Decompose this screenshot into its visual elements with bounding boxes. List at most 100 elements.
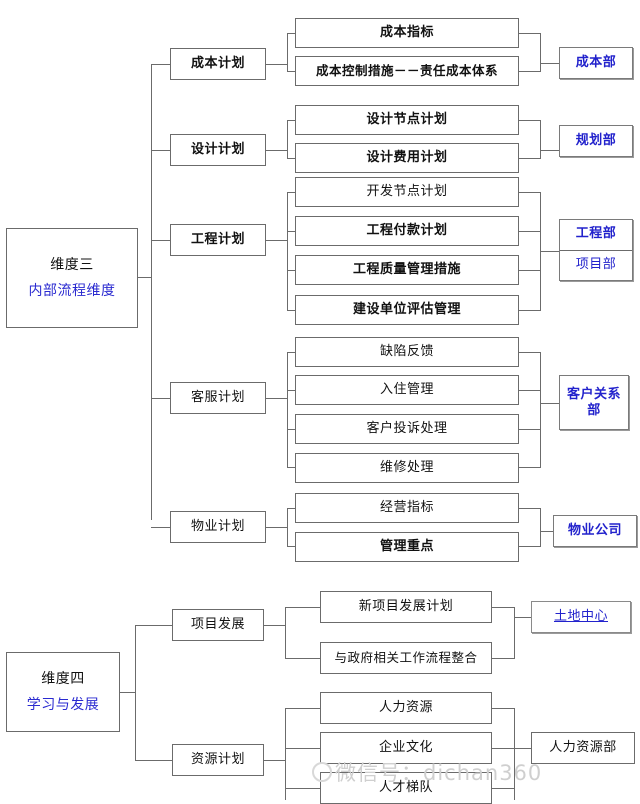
connector	[135, 625, 136, 760]
level3-box-cost-index: 成本指标	[295, 18, 519, 48]
connector	[266, 64, 288, 65]
connector	[287, 546, 296, 547]
connector	[492, 748, 515, 749]
level2-box-project-dev: 项目发展	[172, 609, 264, 641]
connector	[514, 607, 515, 659]
level3-box-checkin-mgmt: 入住管理	[295, 375, 519, 405]
connector	[285, 607, 321, 608]
connector	[120, 692, 136, 693]
level2-box-eng-plan: 工程计划	[170, 224, 266, 256]
connector	[519, 231, 541, 232]
department-box-customer-dept: 客户关系部	[559, 375, 629, 430]
connector	[287, 270, 296, 271]
dimension-box-dim3: 维度三 内部流程维度	[6, 228, 138, 328]
connector	[287, 192, 296, 193]
connector	[519, 310, 541, 311]
level3-box-design-node: 设计节点计划	[295, 105, 519, 135]
connector	[287, 192, 288, 311]
connector	[514, 617, 532, 618]
level3-box-complaint-handle: 客户投诉处理	[295, 414, 519, 444]
level3-box-design-fee: 设计费用计划	[295, 143, 519, 173]
connector	[540, 403, 560, 404]
level3-box-corp-culture: 企业文化	[320, 732, 492, 764]
connector	[514, 748, 532, 749]
dimension-line-1: 维度三	[50, 257, 94, 274]
connector	[540, 251, 560, 252]
connector	[540, 508, 541, 547]
level3-box-human-resource: 人力资源	[320, 692, 492, 724]
department-box-planning-dept: 规划部	[559, 125, 633, 157]
connector	[519, 120, 541, 121]
level3-box-dev-node: 开发节点计划	[295, 177, 519, 207]
level2-box-service-plan: 客服计划	[170, 382, 266, 414]
level3-box-operation-index: 经营指标	[295, 493, 519, 523]
department-box-land-center: 土地中心	[531, 601, 631, 633]
level2-box-property-plan: 物业计划	[170, 511, 266, 543]
connector	[519, 71, 541, 72]
connector	[266, 527, 288, 528]
connector	[266, 150, 288, 151]
connector	[285, 607, 286, 659]
dimension-box-dim4: 维度四 学习与发展	[6, 652, 120, 732]
connector	[519, 158, 541, 159]
level3-box-new-project-plan: 新项目发展计划	[320, 591, 492, 623]
connector	[135, 760, 173, 761]
connector	[285, 708, 321, 709]
level3-box-gov-process: 与政府相关工作流程整合	[320, 642, 492, 674]
connector	[540, 63, 560, 64]
level3-box-mgmt-focus: 管理重点	[295, 532, 519, 562]
connector	[287, 120, 296, 121]
connector	[519, 429, 541, 430]
connector	[519, 352, 541, 353]
level3-box-defect-feedback: 缺陷反馈	[295, 337, 519, 367]
dimension-line-2: 内部流程维度	[28, 282, 116, 299]
connector	[287, 352, 288, 468]
level3-box-repair-handle: 维修处理	[295, 453, 519, 483]
connector	[287, 390, 296, 391]
connector	[138, 277, 152, 278]
connector	[285, 788, 321, 789]
connector	[540, 33, 541, 72]
connector	[266, 240, 288, 241]
department-box-property-co: 物业公司	[553, 515, 637, 547]
department-box-hr-dept: 人力资源部	[531, 732, 635, 764]
connector	[287, 71, 296, 72]
level3-box-eng-payment: 工程付款计划	[295, 216, 519, 246]
department-label-eng: 工程部	[560, 220, 632, 251]
connector	[519, 508, 541, 509]
connector	[151, 64, 152, 520]
connector	[519, 192, 541, 193]
connector	[492, 708, 515, 709]
watermark-logo-icon	[312, 762, 332, 782]
connector	[540, 531, 554, 532]
watermark: 微信号：dichan360	[312, 757, 542, 787]
dimension-line-2: 学习与发展	[26, 696, 100, 713]
connector	[135, 625, 173, 626]
level2-box-resource-plan: 资源计划	[172, 744, 264, 776]
connector	[285, 708, 286, 800]
watermark-text: 微信号：dichan360	[335, 761, 543, 785]
level2-box-cost-plan: 成本计划	[170, 48, 266, 80]
connector	[519, 33, 541, 34]
connector	[287, 33, 296, 34]
department-box-eng-dept: 工程部 项目部	[559, 219, 633, 281]
connector	[151, 64, 171, 65]
department-box-cost-dept: 成本部	[559, 47, 633, 79]
connector	[287, 158, 296, 159]
connector	[540, 150, 560, 151]
connector	[264, 625, 286, 626]
connector	[514, 708, 515, 800]
connector	[151, 398, 171, 399]
department-label-project: 项目部	[575, 256, 617, 272]
level3-box-talent-echelon: 人才梯队	[320, 772, 492, 804]
connector	[519, 270, 541, 271]
connector	[287, 467, 296, 468]
connector	[287, 231, 296, 232]
level3-box-cost-control: 成本控制措施－－责任成本体系	[295, 56, 519, 86]
level3-box-eng-quality: 工程质量管理措施	[295, 255, 519, 285]
connector	[287, 352, 296, 353]
connector	[285, 748, 321, 749]
connector	[519, 467, 541, 468]
connector	[287, 120, 288, 159]
